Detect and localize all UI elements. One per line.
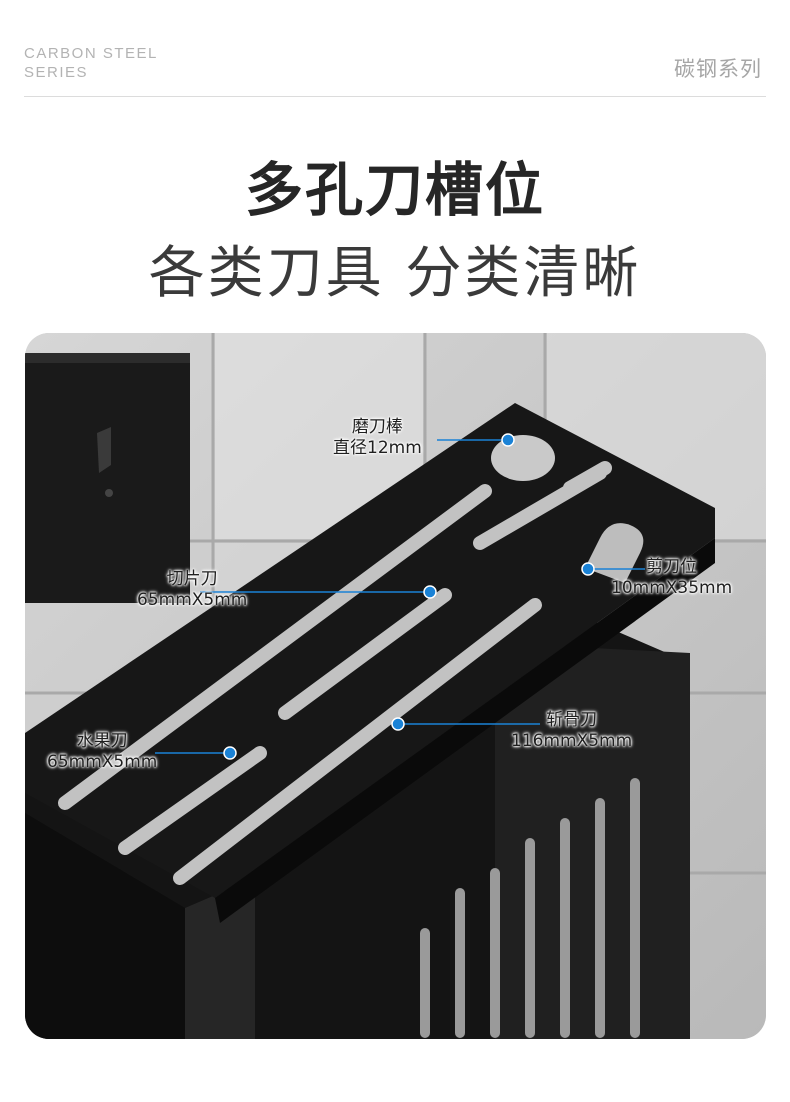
callout-fruit-knife-name: 水果刀 bbox=[76, 731, 128, 751]
page-title: 多孔刀槽位 bbox=[244, 156, 545, 224]
side-vents bbox=[420, 778, 640, 1038]
callout-slice-knife-spec: 65mmX5mm bbox=[137, 590, 248, 610]
brand-line-1: CARBON STEEL bbox=[24, 45, 158, 62]
brand-line-2: SERIES bbox=[24, 64, 89, 81]
rod-hole bbox=[491, 435, 555, 481]
callout-rod: 磨刀棒 直径12mm bbox=[333, 417, 422, 459]
dot-fruit-knife bbox=[223, 746, 237, 760]
compartment bbox=[25, 813, 185, 1039]
series-label: 碳钢系列 bbox=[674, 57, 762, 81]
callout-fruit-knife: 水果刀 65mmX5mm bbox=[47, 731, 157, 773]
callout-scissor-name: 剪刀位 bbox=[646, 557, 698, 577]
callout-rod-name: 磨刀棒 bbox=[351, 417, 403, 437]
callout-dots bbox=[223, 433, 595, 760]
callout-scissor-spec: 10mmX35mm bbox=[611, 578, 733, 598]
callout-cleaver: 斩骨刀 116mmX5mm bbox=[511, 710, 632, 752]
dot-slice-knife bbox=[423, 585, 437, 599]
knife-slots bbox=[58, 461, 612, 885]
callout-cleaver-spec: 116mmX5mm bbox=[511, 731, 633, 751]
wall-bar bbox=[25, 353, 190, 603]
scissor-slot bbox=[585, 523, 644, 583]
dot-cleaver bbox=[391, 717, 405, 731]
knife-rack-illustration bbox=[25, 333, 766, 1039]
page-subtitle: 各类刀具 分类清晰 bbox=[148, 241, 642, 306]
callout-rod-spec: 直径12mm bbox=[333, 438, 422, 458]
brand-label: CARBON STEEL SERIES bbox=[24, 44, 158, 82]
dot-scissor bbox=[581, 562, 595, 576]
callout-scissor: 剪刀位 10mmX35mm bbox=[611, 557, 732, 599]
callout-lines bbox=[155, 439, 645, 754]
header-divider bbox=[24, 96, 766, 97]
callout-fruit-knife-spec: 65mmX5mm bbox=[47, 752, 158, 772]
product-photo: 磨刀棒 直径12mm 切片刀 65mmX5mm 剪刀位 10mmX35mm 斩骨… bbox=[25, 333, 766, 1039]
dot-rod bbox=[501, 433, 515, 447]
callout-slice-knife: 切片刀 65mmX5mm bbox=[137, 569, 247, 611]
callout-slice-knife-name: 切片刀 bbox=[166, 569, 218, 589]
callout-cleaver-name: 斩骨刀 bbox=[546, 710, 598, 730]
